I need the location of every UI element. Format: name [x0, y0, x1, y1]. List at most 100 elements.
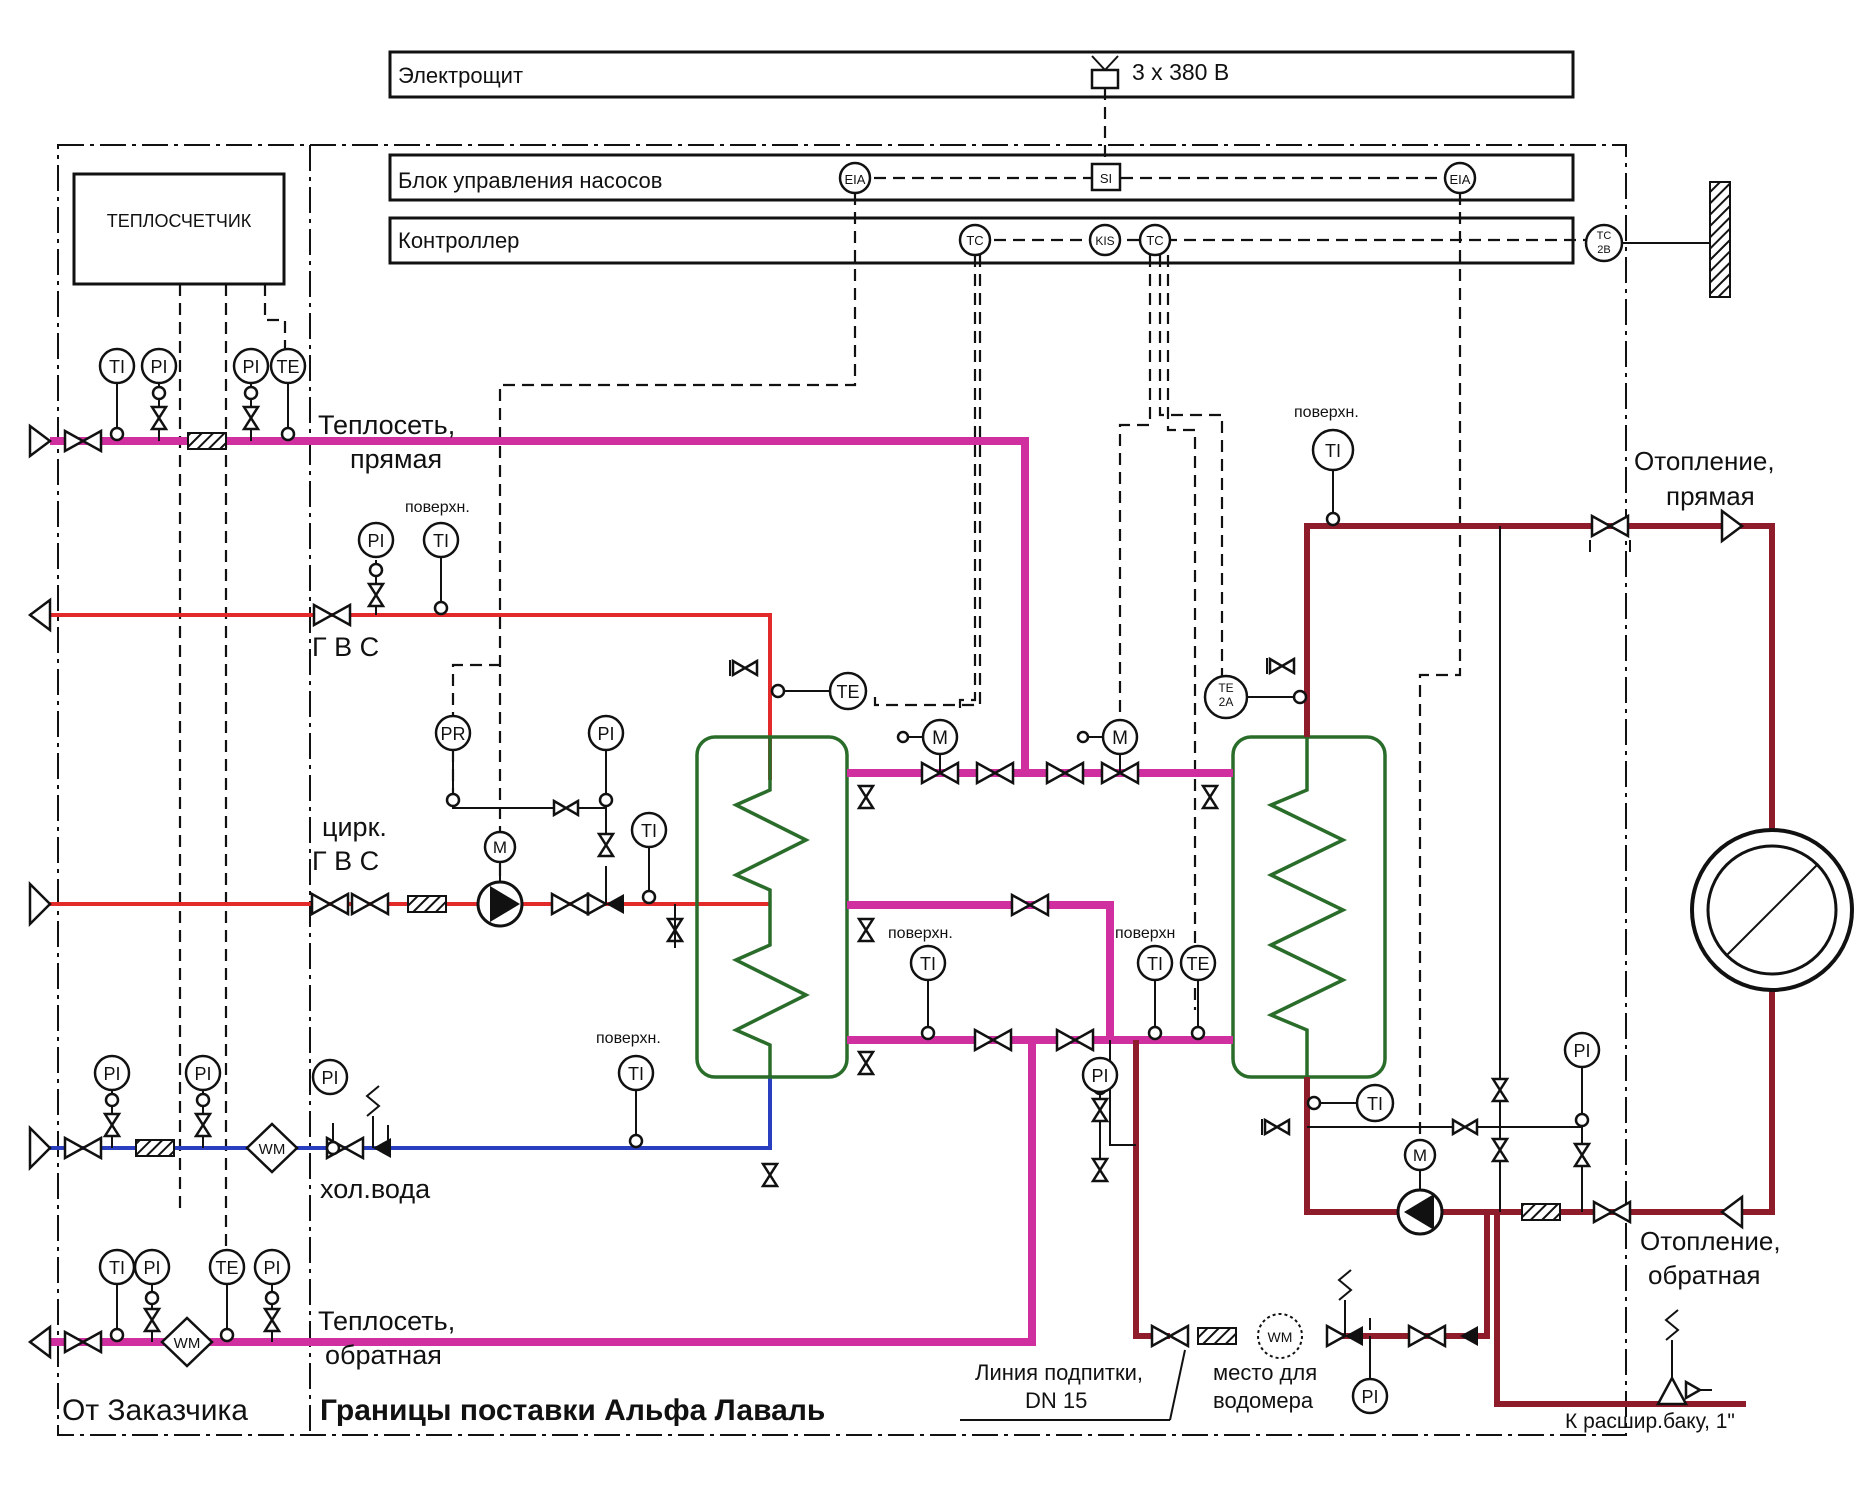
heating-circuit-pipes: M PI TI TI поверхн. TE 2A — [1133, 404, 1854, 1407]
svg-text:TC: TC — [966, 233, 983, 248]
svg-text:поверхн.: поверхн. — [888, 925, 953, 942]
tc-2b-instrument: TC 2B — [1584, 223, 1624, 263]
heating-supply-arrow — [1720, 508, 1745, 544]
svg-text:2A: 2A — [1219, 695, 1234, 709]
expansion-safety-valve — [1655, 1309, 1712, 1406]
network-supply-pipe — [28, 423, 1029, 770]
svg-text:EIA: EIA — [1450, 172, 1471, 187]
svg-text:PI: PI — [143, 1258, 160, 1278]
dhw-te-instrument: TE — [729, 659, 868, 711]
svg-text:поверхн.: поверхн. — [1294, 404, 1359, 421]
svg-text:TI: TI — [1367, 1094, 1383, 1114]
circulation-label-1: цирк. — [322, 812, 387, 842]
svg-text:PI: PI — [150, 357, 167, 377]
heat-exchanger-dhw — [695, 735, 849, 1079]
svg-text:TC: TC — [1597, 230, 1612, 242]
svg-text:TI: TI — [433, 531, 449, 551]
eia-instrument-right: EIA — [1443, 161, 1477, 195]
svg-text:PI: PI — [1091, 1066, 1108, 1086]
svg-text:M: M — [932, 728, 948, 749]
controller-label: Контроллер — [398, 228, 519, 253]
network-supply-label-1: Теплосеть, — [318, 410, 455, 440]
electrical-panel: Электрощит 3 x 380 В — [388, 50, 1575, 99]
network-return-meter — [160, 1316, 214, 1368]
circulation-inlet-arrow — [28, 880, 52, 928]
heat-meter-label: ТЕПЛОСЧЕТЧИК — [107, 211, 252, 231]
meter-place-label-2: водомера — [1213, 1388, 1314, 1413]
supply-limits-label: Границы поставки Альфа Лаваль — [320, 1394, 825, 1427]
svg-text:TI: TI — [628, 1064, 644, 1084]
supply-boundary-lines — [57, 144, 1627, 1436]
svg-text:SI: SI — [1100, 171, 1112, 186]
network-return-label-2: обратная — [325, 1340, 442, 1370]
power-terminal-icon — [1090, 68, 1120, 90]
svg-text:поверхн.: поверхн. — [596, 1030, 661, 1047]
pump-control-label: Блок управления насосов — [398, 168, 662, 193]
svg-text:поверхн.: поверхн. — [405, 499, 470, 516]
svg-text:WM: WM — [259, 1141, 286, 1158]
makeup-line-label-1: Линия подпитки, — [975, 1360, 1143, 1385]
svg-text:KIS: KIS — [1095, 234, 1114, 248]
dhw-label: Г В С — [312, 632, 379, 662]
svg-text:PI: PI — [263, 1258, 280, 1278]
network-supply-instruments: TI PI PI TE — [98, 347, 307, 442]
svg-text:M: M — [1112, 728, 1128, 749]
svg-text:PI: PI — [367, 531, 384, 551]
svg-text:WM: WM — [1268, 1329, 1293, 1345]
svg-text:M: M — [493, 838, 507, 857]
outdoor-wall-icon — [1709, 181, 1731, 298]
svg-text:PI: PI — [321, 1068, 338, 1088]
heating-supply-label-2: прямая — [1666, 481, 1755, 511]
electrical-panel-label: Электрощит — [398, 63, 523, 88]
svg-text:WM: WM — [174, 1335, 201, 1352]
svg-text:TE: TE — [836, 682, 859, 702]
network-return-pipe: WM TI PI TE PI — [27, 1248, 310, 1368]
heat-exchanger-heating — [1231, 735, 1387, 1079]
dhw-supply-pipe: PI TI поверхн. — [27, 499, 772, 780]
svg-text:2B: 2B — [1597, 244, 1610, 256]
heat-meter: ТЕПЛОСЧЕТЧИК — [72, 172, 286, 286]
svg-text:PI: PI — [1361, 1387, 1378, 1407]
dhw-outlet-arrow — [27, 597, 52, 633]
makeup-line-label-2: DN 15 — [1025, 1388, 1087, 1413]
network-return-label-1: Теплосеть, — [318, 1306, 455, 1336]
tc-instrument-1: TC — [958, 223, 992, 257]
kis-instrument: KIS — [1088, 223, 1122, 257]
svg-text:TI: TI — [1325, 441, 1341, 461]
svg-text:поверхн: поверхн — [1115, 925, 1175, 942]
svg-text:TE: TE — [276, 357, 299, 377]
svg-text:TI: TI — [109, 357, 125, 377]
svg-text:PI: PI — [597, 724, 614, 744]
strainer-icon — [187, 432, 227, 450]
from-customer-label: От Заказчика — [62, 1394, 248, 1427]
controller-block: Контроллер TC KIS TC TC 2B — [388, 181, 1731, 298]
heating-return-arrow — [1719, 1194, 1744, 1230]
svg-text:TE: TE — [1218, 681, 1233, 695]
expansion-tank-label: К расшир.баку, 1" — [1565, 1410, 1735, 1433]
network-supply-inlet-arrow — [28, 423, 53, 459]
svg-text:TI: TI — [109, 1258, 125, 1278]
pump-control-block: Блок управления насосов EIA SI EIA — [388, 153, 1575, 202]
svg-text:TE: TE — [215, 1258, 238, 1278]
meter-place-label-1: место для — [1213, 1360, 1317, 1385]
dhw-circulation-pipe: M PR PI TI — [28, 714, 770, 948]
circulation-label-2: Г В С — [312, 846, 379, 876]
heating-return-label-1: Отопление, — [1640, 1226, 1781, 1256]
svg-text:TI: TI — [920, 954, 936, 974]
svg-text:PI: PI — [194, 1064, 211, 1084]
heating-return-label-2: обратная — [1648, 1260, 1761, 1290]
power-label: 3 x 380 В — [1132, 59, 1229, 85]
svg-text:PI: PI — [242, 357, 259, 377]
water-meter-place-icon — [1257, 1313, 1303, 1359]
svg-text:PI: PI — [1573, 1041, 1590, 1061]
svg-text:TC: TC — [1146, 233, 1163, 248]
svg-text:PI: PI — [103, 1064, 120, 1084]
tc-instrument-2: TC — [1138, 223, 1172, 257]
svg-text:EIA: EIA — [845, 172, 866, 187]
cold-water-pipe: WM PI PI PI TI поверхн. — [28, 1030, 779, 1188]
makeup-line: PI WM PI — [1081, 1040, 1478, 1415]
svg-text:TE: TE — [1186, 954, 1209, 974]
svg-text:TI: TI — [641, 821, 657, 841]
cold-water-meter — [245, 1122, 299, 1174]
